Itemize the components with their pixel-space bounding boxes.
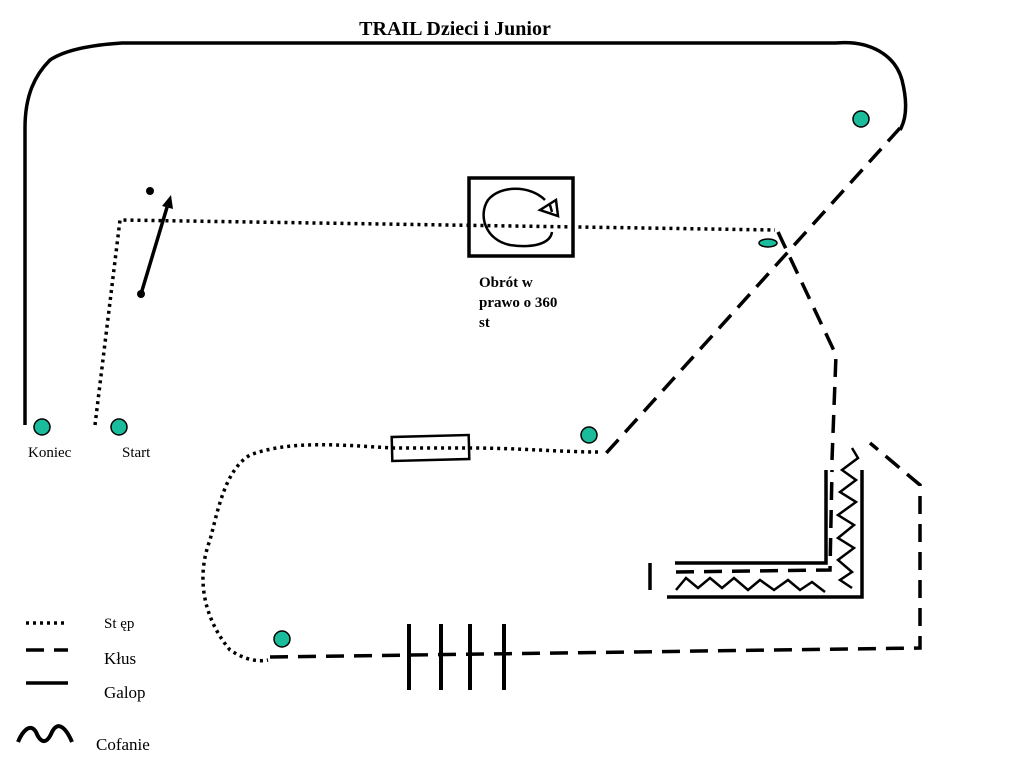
- gallop-outer-path: [23, 40, 908, 425]
- end-label: Koniec: [28, 445, 72, 461]
- diagram-title: TRAIL Dzieci i Junior: [359, 18, 551, 40]
- turn-box: [467, 176, 575, 258]
- legend-walk-label: St ęp: [104, 616, 134, 632]
- backup-outer-line: [667, 470, 864, 599]
- legend-backup-sample: [16, 724, 74, 743]
- small-oval-marker: [758, 238, 778, 248]
- trot-bottom-path: [269, 441, 922, 659]
- backup-zigzag-horizontal: [675, 576, 826, 593]
- walk-path-start: [93, 218, 776, 426]
- cone-bottom-left: [273, 630, 291, 648]
- direction-arrow-head: [162, 195, 173, 209]
- legend-backup-label: Cofanie: [96, 735, 150, 754]
- turn-note-line-3: st: [479, 315, 490, 331]
- backup-trot-segment: [675, 469, 834, 574]
- backup-zigzag-vertical: [835, 447, 860, 590]
- cone-start: [110, 418, 128, 436]
- walk-path-lower: [201, 442, 599, 663]
- backup-inner-line: [675, 470, 828, 565]
- trot-down-path: [776, 231, 838, 461]
- turn-note-line-1: Obrót w: [479, 275, 533, 291]
- cone-top-right: [852, 110, 870, 128]
- start-label: Start: [122, 445, 151, 461]
- cone-middle: [580, 426, 598, 444]
- legend-gallop-label: Galop: [104, 683, 146, 702]
- turn-note-line-2: prawo o 360: [479, 295, 557, 311]
- bridge-obstacle: [390, 433, 471, 463]
- arrow-dot-top: [146, 187, 154, 195]
- trot-diagonal-path: [598, 126, 902, 462]
- turn-circle-path: [482, 187, 560, 248]
- legend-trot-label: Kłus: [104, 649, 136, 668]
- cone-end: [33, 418, 51, 436]
- direction-arrow-shaft: [139, 203, 170, 295]
- arrow-dot-bottom: [137, 290, 145, 298]
